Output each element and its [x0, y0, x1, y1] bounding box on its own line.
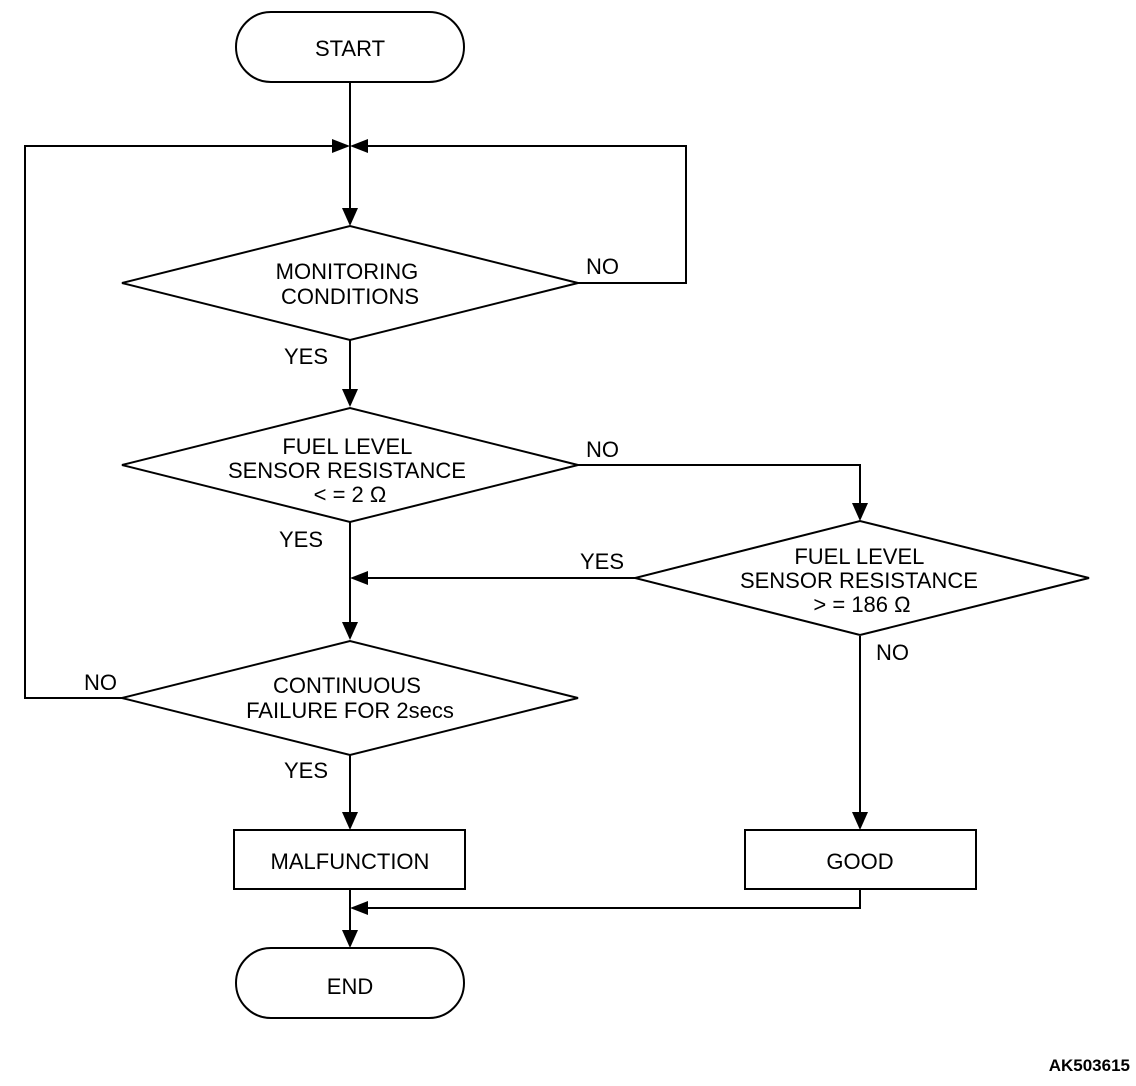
connector-monitoring-no-loop: [366, 145, 687, 284]
resistance-low-label: FUEL LEVEL SENSOR RESISTANCE < = 2 Ω: [228, 434, 472, 507]
end-label: END: [327, 974, 373, 999]
arrowhead: [852, 503, 868, 521]
good-box: [744, 829, 977, 890]
resistance-high-yes-label: YES: [580, 549, 624, 574]
arrowhead: [342, 389, 358, 407]
resistance-low-yes-label: YES: [279, 527, 323, 552]
start-label: START: [315, 36, 385, 61]
monitoring-yes-label: YES: [284, 344, 328, 369]
malfunction-box: [233, 829, 466, 890]
connector-continuous-no-loop: [24, 145, 334, 699]
arrowhead: [350, 571, 368, 585]
good-label: GOOD: [826, 849, 893, 874]
continuous-yes-label: YES: [284, 758, 328, 783]
monitoring-no-label: NO: [586, 254, 619, 279]
figure-id: AK503615: [1049, 1056, 1130, 1075]
connector-good-to-end: [366, 889, 861, 909]
resistance-low-decision: [121, 406, 579, 524]
arrowhead: [342, 622, 358, 640]
resistance-high-no-label: NO: [876, 640, 909, 665]
connector-low-no: [578, 464, 861, 507]
start-terminal: [235, 11, 465, 83]
arrowhead: [350, 139, 368, 153]
arrowhead: [332, 139, 350, 153]
continuous-no-label: NO: [84, 670, 117, 695]
continuous-failure-label: CONTINUOUS FAILURE FOR 2secs: [246, 673, 454, 723]
arrowhead: [852, 812, 868, 830]
arrowhead: [342, 208, 358, 226]
resistance-high-decision: [634, 519, 1090, 637]
resistance-low-no-label: NO: [586, 437, 619, 462]
arrowhead: [342, 812, 358, 830]
continuous-failure-decision: [121, 639, 579, 757]
arrowhead: [342, 930, 358, 948]
malfunction-label: MALFUNCTION: [271, 849, 430, 874]
arrowhead: [350, 901, 368, 915]
monitoring-conditions-label: MONITORING CONDITIONS: [276, 259, 425, 309]
resistance-high-label: FUEL LEVEL SENSOR RESISTANCE > = 186 Ω: [740, 544, 984, 617]
monitoring-conditions-decision: [121, 224, 579, 342]
end-terminal: [235, 947, 465, 1019]
